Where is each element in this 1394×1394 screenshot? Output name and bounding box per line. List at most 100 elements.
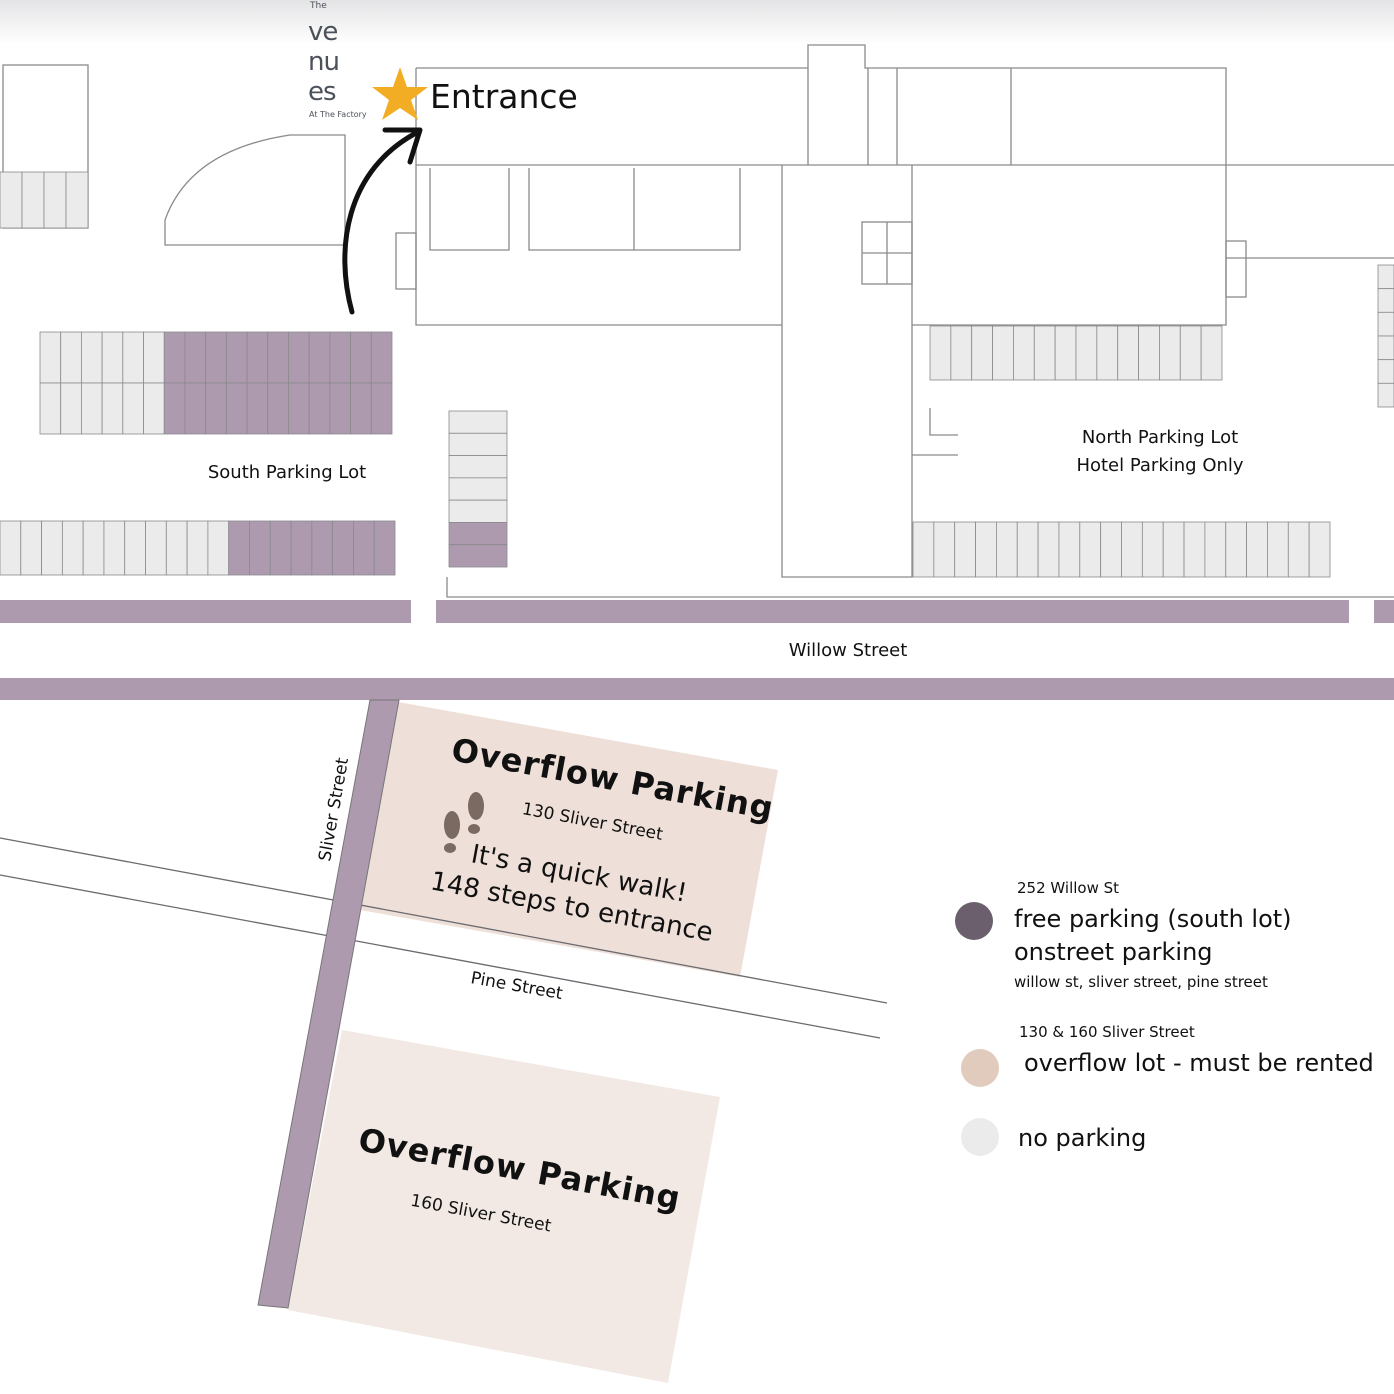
svg-text:nu: nu bbox=[308, 47, 339, 77]
svg-text:no parking: no parking bbox=[1018, 1124, 1146, 1152]
free-parking-stall bbox=[350, 382, 372, 435]
top-fade bbox=[0, 0, 1394, 45]
no-parking-stall bbox=[39, 331, 62, 384]
north-lot-label: North Parking Lot bbox=[1082, 427, 1238, 448]
svg-text:onstreet parking: onstreet parking bbox=[1014, 938, 1213, 966]
overflow-lot-130 bbox=[360, 702, 778, 977]
no-parking-stall bbox=[1377, 382, 1394, 408]
free-parking-stall bbox=[184, 382, 207, 435]
pine-street-label: Pine Street bbox=[469, 968, 564, 1004]
no-parking-stall bbox=[39, 382, 62, 435]
legend: 252 Willow St free parking (south lot) o… bbox=[955, 879, 1374, 1156]
free-parking-stall bbox=[370, 382, 393, 435]
sliver-street bbox=[257, 699, 400, 1309]
no-parking-stall bbox=[143, 331, 165, 384]
pine-street bbox=[0, 837, 888, 1039]
no-parking-stall bbox=[975, 521, 997, 578]
no-parking-stall bbox=[21, 171, 45, 229]
free-parking-stall bbox=[448, 522, 508, 546]
no-parking-stall bbox=[448, 410, 508, 434]
no-parking-stall bbox=[165, 520, 188, 576]
no-parking-stall bbox=[143, 382, 165, 435]
entrance-label: Entrance bbox=[430, 77, 578, 116]
free-parking-stall bbox=[246, 382, 269, 435]
no-parking-stall bbox=[186, 520, 209, 576]
no-parking-stall bbox=[929, 325, 952, 381]
free-parking-stall bbox=[329, 331, 351, 384]
free-parking-stall bbox=[329, 382, 351, 435]
no-parking-stall bbox=[996, 521, 1018, 578]
arrow-icon bbox=[342, 127, 423, 315]
free-parking-stall bbox=[225, 331, 248, 384]
no-parking-stall bbox=[448, 499, 508, 523]
free-parking-stall bbox=[308, 382, 331, 435]
no-parking-stall bbox=[1100, 521, 1122, 578]
no-parking-stall bbox=[124, 520, 146, 576]
no-parking-stall bbox=[122, 382, 144, 435]
svg-text:overflow lot - must be rented: overflow lot - must be rented bbox=[1024, 1049, 1374, 1077]
no-parking-stall bbox=[1079, 521, 1102, 578]
no-parking-stall bbox=[65, 171, 89, 229]
north-lot-note: Hotel Parking Only bbox=[1076, 455, 1243, 476]
svg-text:ve: ve bbox=[308, 17, 337, 47]
no-parking-stall bbox=[1377, 288, 1394, 313]
no-parking-stall bbox=[1287, 521, 1310, 578]
no-parking-stall bbox=[101, 331, 124, 384]
free-parking-stall bbox=[269, 520, 292, 576]
no-parking-stall bbox=[1183, 521, 1206, 578]
willow-street-label: Willow Street bbox=[789, 640, 908, 661]
no-parking-stall bbox=[950, 325, 973, 381]
no-parking-stall bbox=[207, 520, 230, 576]
no-parking-stall bbox=[1096, 325, 1119, 381]
free-parking-stall bbox=[246, 331, 269, 384]
svg-text:willow st, sliver street, pine: willow st, sliver street, pine street bbox=[1014, 973, 1268, 991]
footprints-icon bbox=[444, 792, 484, 853]
no-parking-stall bbox=[448, 477, 508, 501]
venues-logo: The ve nu es At The Factory bbox=[308, 1, 367, 119]
no-parking-stall bbox=[954, 521, 976, 578]
free-parking-stall bbox=[205, 382, 227, 435]
no-parking-stall bbox=[1200, 325, 1223, 381]
svg-text:At The Factory: At The Factory bbox=[309, 110, 367, 119]
free-parking-stall bbox=[448, 544, 508, 568]
no-parking-stall bbox=[992, 325, 1014, 381]
no-parking-stall bbox=[1013, 325, 1035, 381]
free-parking-stall bbox=[332, 520, 354, 576]
no-parking-stall bbox=[1179, 325, 1202, 381]
no-parking-stall bbox=[1016, 521, 1039, 578]
no-parking-stall bbox=[448, 432, 508, 456]
no-parking-stall bbox=[1162, 521, 1185, 578]
free-parking-stall bbox=[288, 382, 310, 435]
no-parking-stall bbox=[81, 382, 103, 435]
south-lot-label: South Parking Lot bbox=[208, 462, 366, 483]
no-parking-stall bbox=[1138, 325, 1160, 381]
overflow-lot-160 bbox=[288, 1030, 720, 1383]
no-parking-stall bbox=[0, 171, 23, 229]
free-parking-stall bbox=[228, 520, 250, 576]
no-parking-stall bbox=[81, 331, 103, 384]
no-parking-stall bbox=[1075, 325, 1098, 381]
no-parking-stall bbox=[101, 382, 124, 435]
willow-street bbox=[0, 600, 1394, 700]
svg-text:130 & 160 Sliver Street: 130 & 160 Sliver Street bbox=[1019, 1023, 1195, 1041]
no-parking-stall bbox=[60, 331, 82, 384]
svg-text:free parking (south lot): free parking (south lot) bbox=[1014, 905, 1292, 933]
no-parking-stall bbox=[933, 521, 956, 578]
no-parking-stall bbox=[1377, 311, 1394, 337]
no-parking-stall bbox=[1141, 521, 1164, 578]
no-parking-stall bbox=[448, 455, 508, 479]
free-parking-stall bbox=[350, 331, 372, 384]
no-parking-stall bbox=[1058, 521, 1081, 578]
free-parking-stall bbox=[163, 331, 186, 384]
legend-swatch-overflow bbox=[961, 1049, 999, 1087]
legend-swatch-none bbox=[961, 1118, 999, 1156]
free-parking-stall bbox=[184, 331, 207, 384]
legend-swatch-free bbox=[955, 902, 993, 940]
free-parking-stall bbox=[308, 331, 331, 384]
no-parking-stall bbox=[0, 520, 22, 576]
no-parking-stall bbox=[1267, 521, 1289, 578]
no-parking-stall bbox=[1225, 521, 1248, 578]
no-parking-stall bbox=[971, 325, 993, 381]
no-parking-stall bbox=[1033, 325, 1056, 381]
free-parking-stall bbox=[267, 331, 289, 384]
